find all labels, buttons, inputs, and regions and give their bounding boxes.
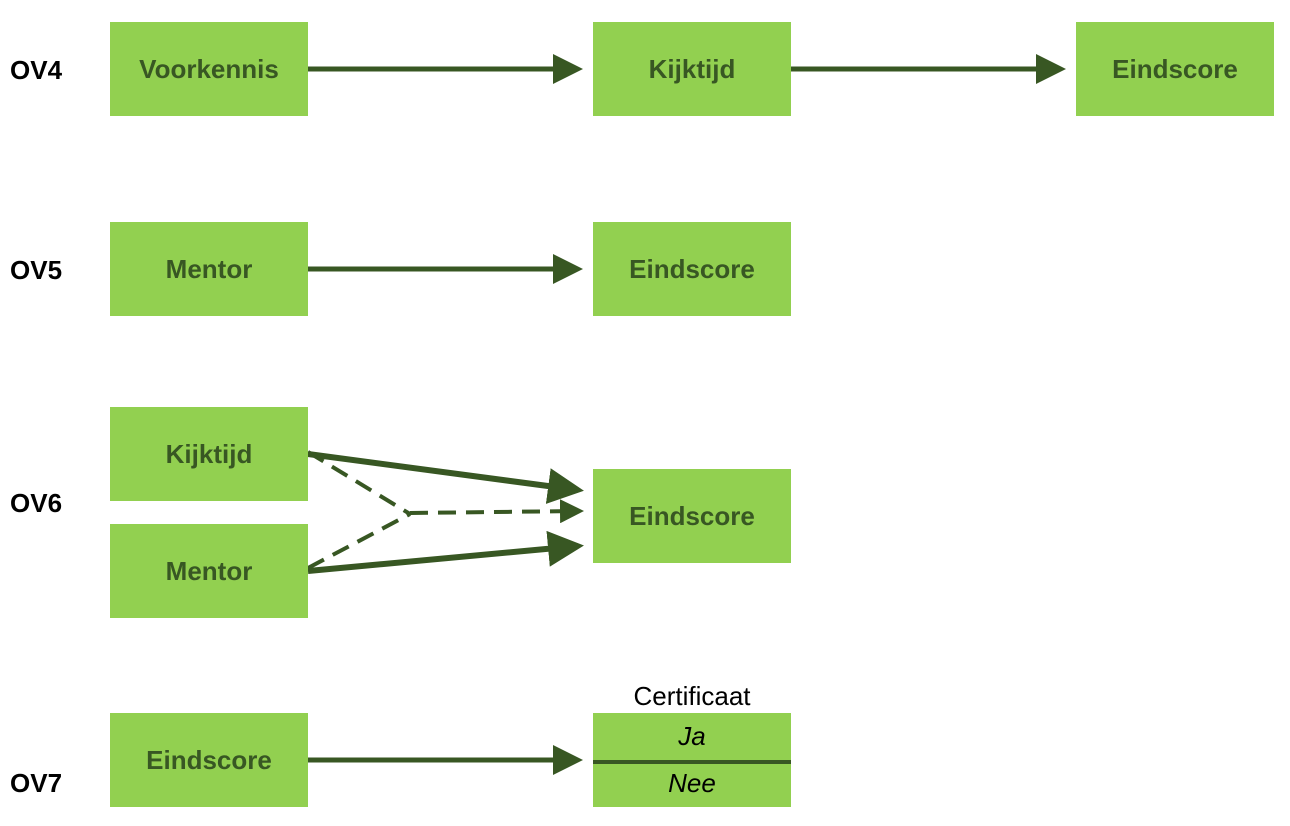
arrow-mentor-eindscore-ov6 (307, 530, 584, 574)
arrow-kijktijd-eindscore-ov6 (307, 451, 584, 504)
dashed-kijktijd-junction (306, 450, 412, 516)
row-label-ov4: OV4 (10, 55, 63, 85)
node-kijktijd: Kijktijd (593, 22, 791, 116)
row-label-ov7: OV7 (10, 768, 63, 798)
dashed-interaction-arrow (409, 499, 584, 524)
node-eindscore-ov7: Eindscore (110, 713, 308, 807)
node-eindscore-ov6: Eindscore (593, 469, 791, 563)
certificate-box: Ja Nee (593, 713, 791, 807)
node-eindscore: Eindscore (1076, 22, 1274, 116)
node-voorkennis: Voorkennis (110, 22, 308, 116)
row-label-ov5: OV5 (10, 255, 63, 285)
certificate-option-nee: Nee (668, 768, 716, 798)
certificate-title: Certificaat (633, 681, 751, 711)
certificate-divider (593, 760, 791, 764)
dashed-mentor-junction (307, 512, 411, 570)
certificate-option-ja: Ja (678, 721, 706, 751)
node-eindscore-ov5: Eindscore (593, 222, 791, 316)
row-label-ov6: OV6 (10, 488, 63, 518)
node-mentor-ov6: Mentor (110, 524, 308, 618)
node-kijktijd-ov6: Kijktijd (110, 407, 308, 501)
node-mentor: Mentor (110, 222, 308, 316)
